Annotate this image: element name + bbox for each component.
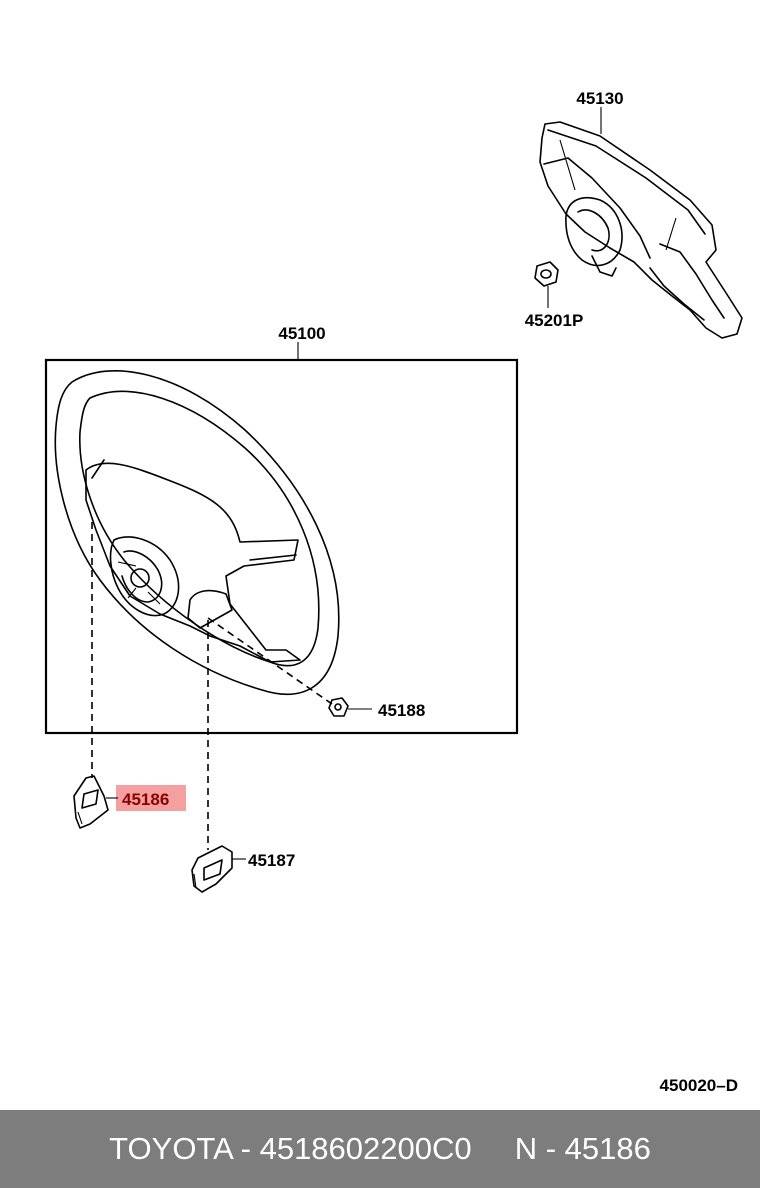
airbag-assembly-45130[interactable] (539, 121, 743, 339)
leader-dash-45188 (207, 617, 333, 705)
footer-spacer (472, 1131, 515, 1167)
footer-bar: TOYOTA - 4518602200C0 N - 45186 (0, 1110, 760, 1188)
steering-wheel-45100[interactable] (54, 370, 340, 696)
footer-reference: N - 45186 (514, 1131, 651, 1166)
assembly-frame-45100 (44, 358, 519, 735)
label-45186: 45186 (122, 790, 169, 809)
cover-45186[interactable] (73, 775, 109, 829)
label-45188: 45188 (378, 701, 425, 720)
label-45100: 45100 (278, 324, 325, 343)
highlight-box-45186 (116, 785, 186, 811)
screw-45188[interactable] (328, 697, 349, 717)
label-45130: 45130 (576, 89, 623, 108)
diagram-code: 450020–D (660, 1076, 738, 1095)
label-45187: 45187 (248, 851, 295, 870)
parts-diagram: 45130 45201P 45100 45188 4518 (44, 89, 743, 1095)
footer-part-number: TOYOTA - 4518602200C0 (109, 1131, 472, 1166)
cover-45187[interactable] (191, 845, 233, 893)
label-45201p: 45201P (525, 311, 584, 330)
nut-45201p[interactable] (534, 261, 559, 287)
